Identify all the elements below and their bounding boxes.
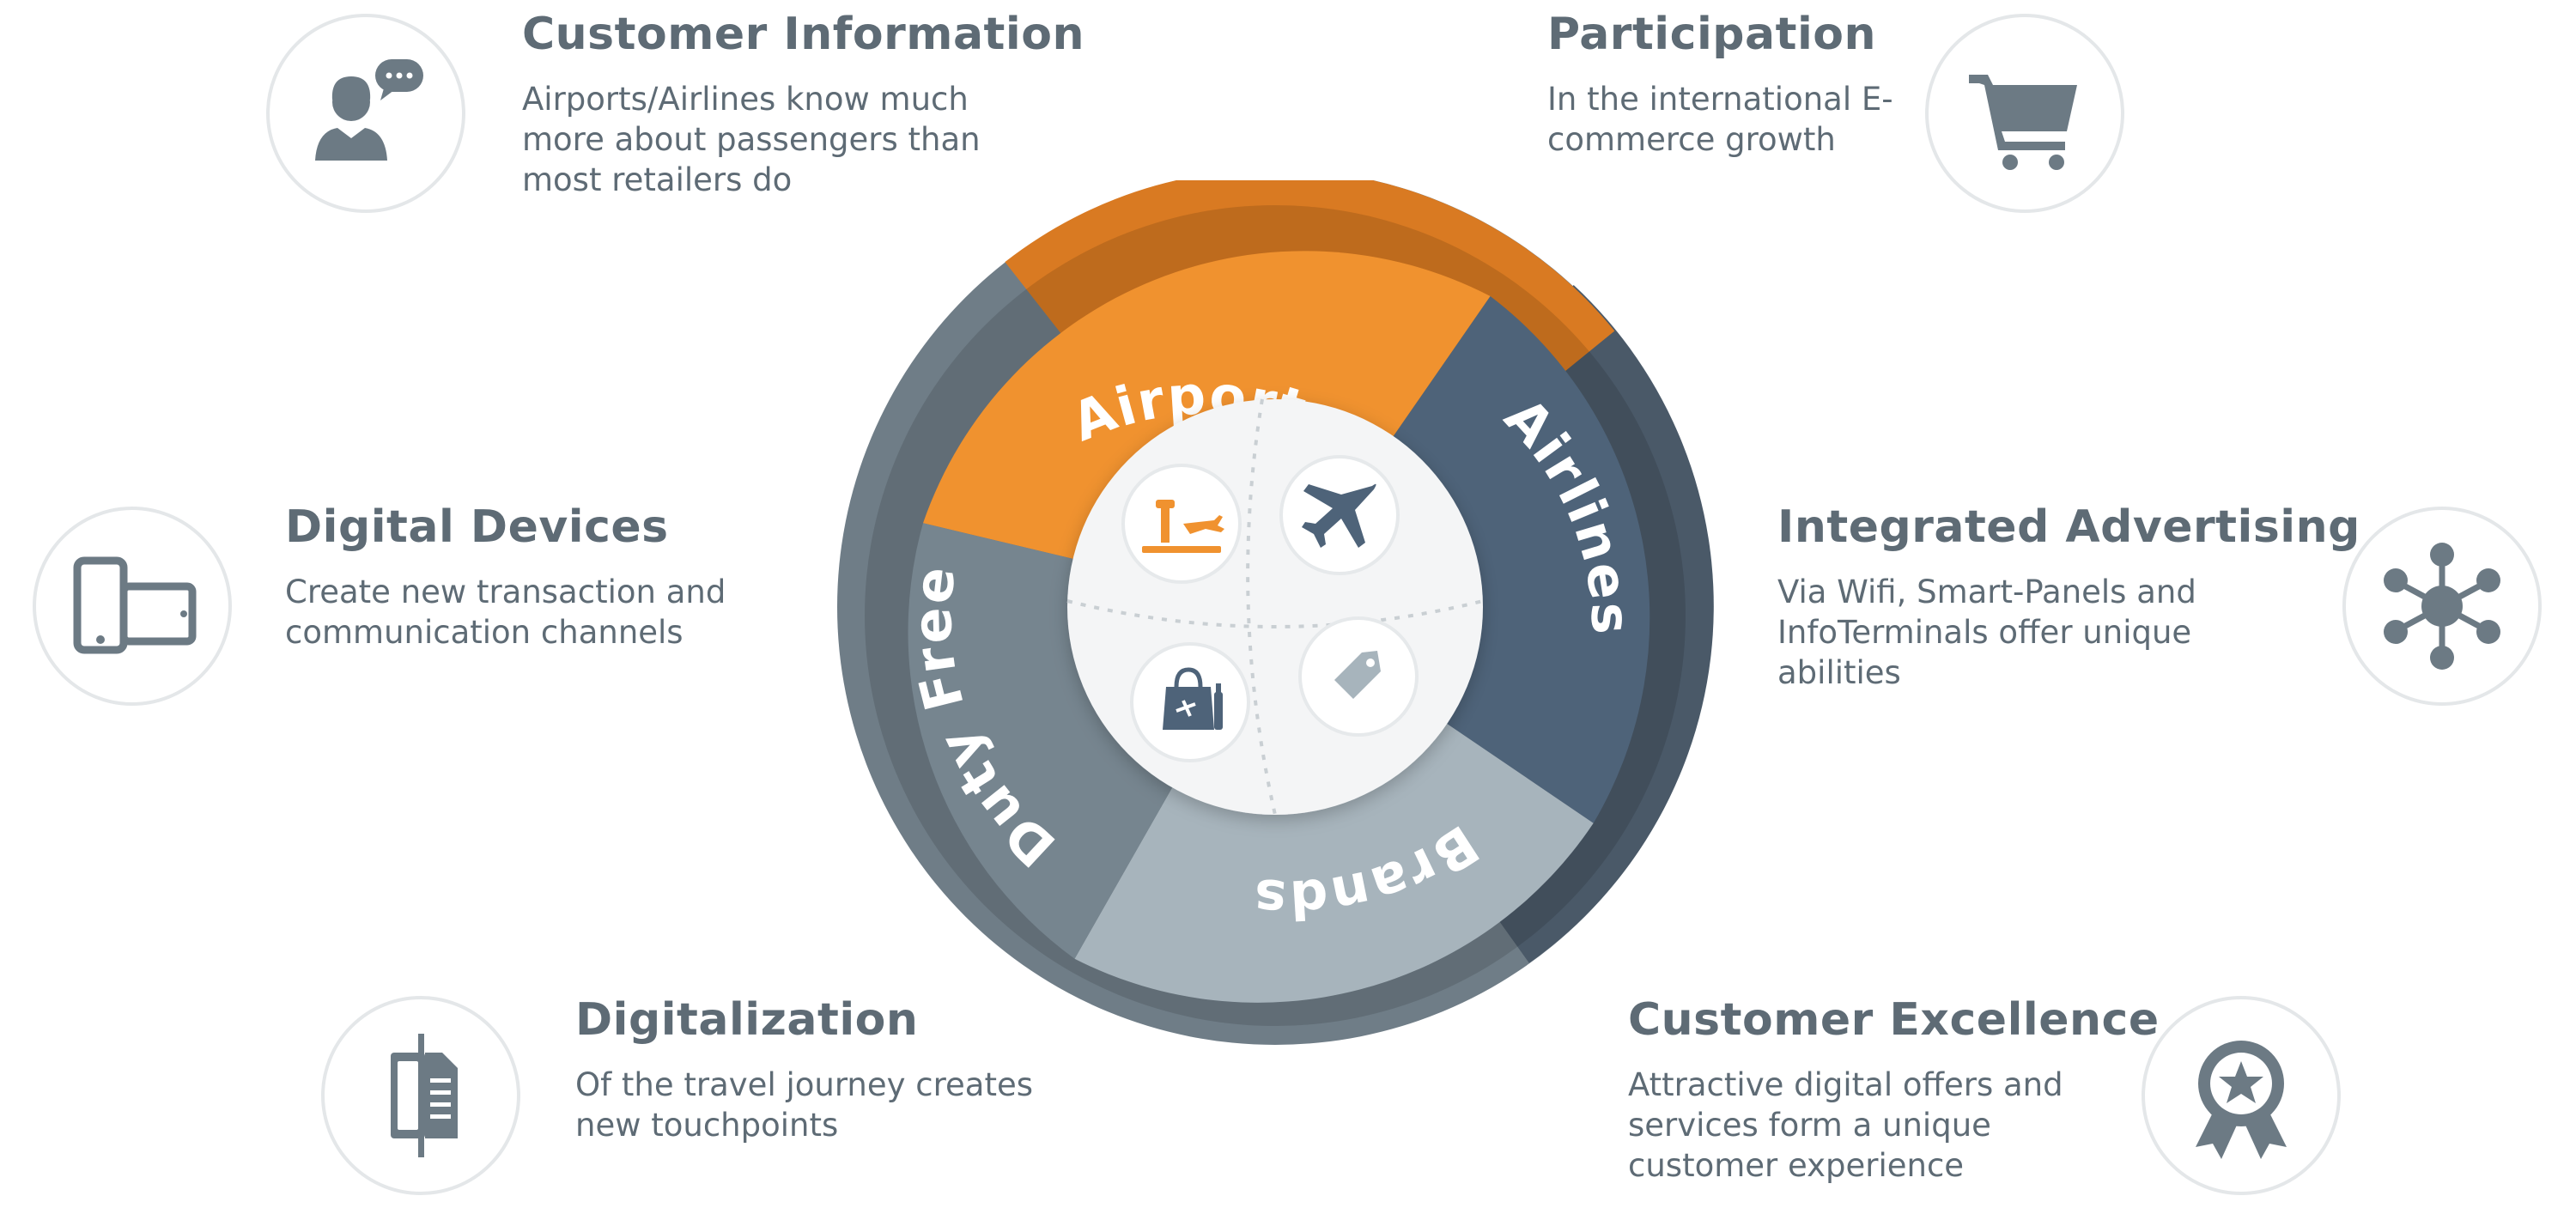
customer-information-block: Customer Information Airports/Airlines k… [522,9,1084,200]
tag-icon [1298,616,1419,737]
digital-devices-desc: Create new transaction and communication… [285,574,726,651]
digitalization-title: Digitalization [575,994,919,1046]
digitalization-desc: Of the travel journey creates new touchp… [575,1066,1034,1144]
digital-devices-title: Digital Devices [285,501,669,553]
digital-devices-block: Digital Devices Create new transaction a… [285,501,835,653]
integrated-advertising-icon-circle [2342,507,2542,706]
digitalization-block: Digitalization Of the travel journey cre… [575,994,1108,1145]
integrated-advertising-desc: Via Wifi, Smart-Panels and InfoTerminals… [1777,574,2196,691]
customer-excellence-desc: Attractive digital offers and services f… [1628,1066,2063,1184]
customer-information-icon-circle [266,14,465,213]
customer-excellence-block: Customer Excellence Attractive digital o… [1628,994,2160,1186]
devices-icon [73,556,197,654]
digitalization-icon-circle [321,996,520,1195]
award-ribbon-icon [2196,1041,2287,1159]
integrated-advertising-title: Integrated Advertising [1777,501,2360,553]
airport-tower-icon [1121,464,1242,584]
customer-excellence-icon-circle [2142,996,2341,1195]
shopping-cart-icon [1969,75,2077,170]
participation-desc: In the international E-commerce growth [1547,81,1893,158]
customer-information-title: Customer Information [522,9,1084,60]
airplane-icon [1279,455,1400,575]
document-icon [391,1034,458,1157]
customer-information-desc: Airports/Airlines know much more about p… [522,81,981,198]
hub-dividers [1066,398,1484,816]
shopping-bag-icon [1130,642,1250,762]
customer-excellence-title: Customer Excellence [1628,994,2160,1046]
participation-title: Participation [1547,9,1877,60]
participation-block: Participation In the international E-com… [1547,9,1959,160]
participation-icon-circle [1925,14,2124,213]
inner-hub [1067,399,1483,815]
integrated-advertising-block: Integrated Advertising Via Wifi, Smart-P… [1777,501,2360,693]
person-speech-icon [315,59,423,161]
digital-devices-icon-circle [33,507,232,706]
central-wheel: Airports Airlines Brands Duty Free [837,180,1714,1045]
network-hub-icon [2384,543,2500,670]
